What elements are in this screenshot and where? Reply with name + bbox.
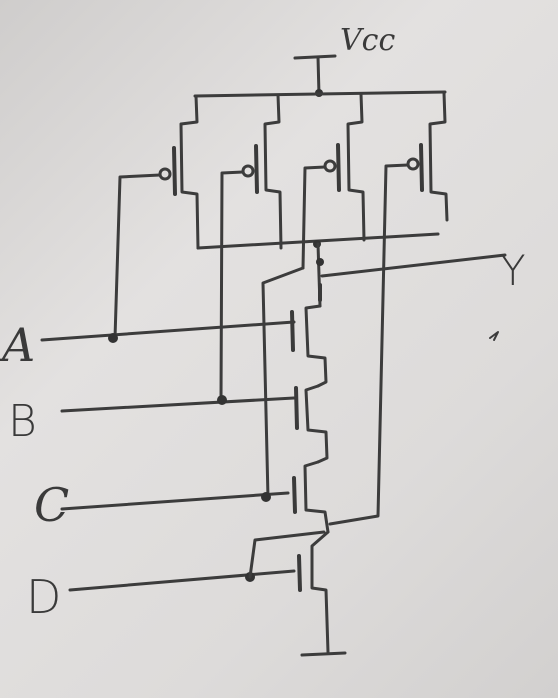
wire-gate-c	[261, 266, 305, 500]
pmos-transistor-c	[301, 92, 366, 270]
ground-symbol	[300, 651, 347, 657]
output-node	[196, 232, 507, 308]
nmos-transistor-d	[297, 530, 330, 654]
input-label-d: D	[26, 570, 62, 624]
nmos-transistor-c	[292, 460, 330, 534]
input-wire-b	[60, 395, 296, 413]
input-label-b: B	[8, 396, 37, 447]
pmos-transistor-a	[113, 94, 200, 340]
input-label-a: A	[2, 318, 36, 372]
input-label-c: C	[34, 478, 70, 532]
pen-mark	[489, 331, 499, 341]
nmos-transistor-b	[294, 384, 329, 464]
supply-label: Vcc	[340, 23, 396, 58]
input-wire-d	[68, 530, 326, 592]
input-wire-c	[60, 491, 290, 511]
output-label: Y	[500, 246, 526, 295]
nmos-transistor-a	[290, 304, 328, 388]
input-wire-a	[40, 320, 296, 343]
supply-node	[193, 54, 447, 98]
pmos-transistor-d	[328, 91, 449, 526]
pmos-transistor-b	[219, 93, 283, 402]
